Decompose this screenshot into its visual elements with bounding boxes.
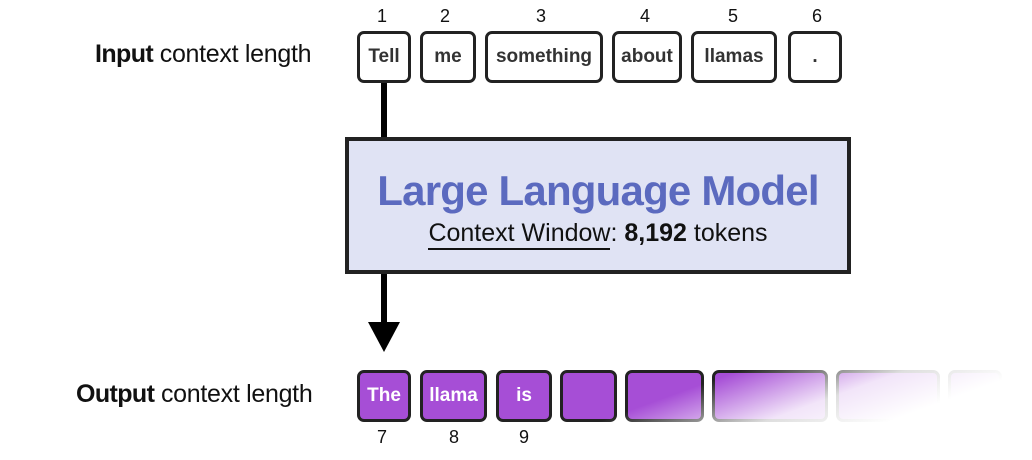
input-token-index: 2 [439,6,450,26]
input-token-index: 4 [639,6,650,26]
context-colon: : [610,219,618,247]
llm-box: Large Language Model Context Window: 8,1… [345,137,851,274]
llm-title: Large Language Model [377,167,819,214]
output-token-index: 9 [518,427,529,447]
output-token [560,370,617,422]
input-token-index: 5 [727,6,738,26]
input-label-rest: context length [153,40,312,68]
output-token [625,370,704,422]
input-token-index: 6 [811,6,822,26]
output-token-index: 7 [376,427,387,447]
context-window-unit: tokens [693,219,768,247]
output-token [712,370,828,422]
input-token: llamas [691,31,777,83]
input-context-length-label: Input context length [95,40,312,69]
output-token: is [496,370,552,422]
input-token-index: 1 [376,6,387,26]
input-token: Tell [357,31,411,83]
input-label-bold: Input [95,40,154,68]
output-label-rest: context length [154,380,313,408]
arrow-head [368,322,400,352]
output-context-length-label: Output context length [76,380,313,409]
context-window-line: Context Window: 8,192 tokens [349,219,847,250]
output-token [948,370,1002,422]
input-token: . [788,31,842,83]
input-token-index: 3 [535,6,546,26]
output-token-index: 8 [448,427,459,447]
input-token: something [485,31,603,83]
context-window-label: Context Window [428,219,611,250]
output-label-bold: Output [76,380,155,408]
context-window-value: 8,192 [624,219,687,247]
output-token: llama [420,370,487,422]
output-token [836,370,940,422]
input-token: me [420,31,476,83]
output-token: The [357,370,411,422]
input-token: about [612,31,682,83]
